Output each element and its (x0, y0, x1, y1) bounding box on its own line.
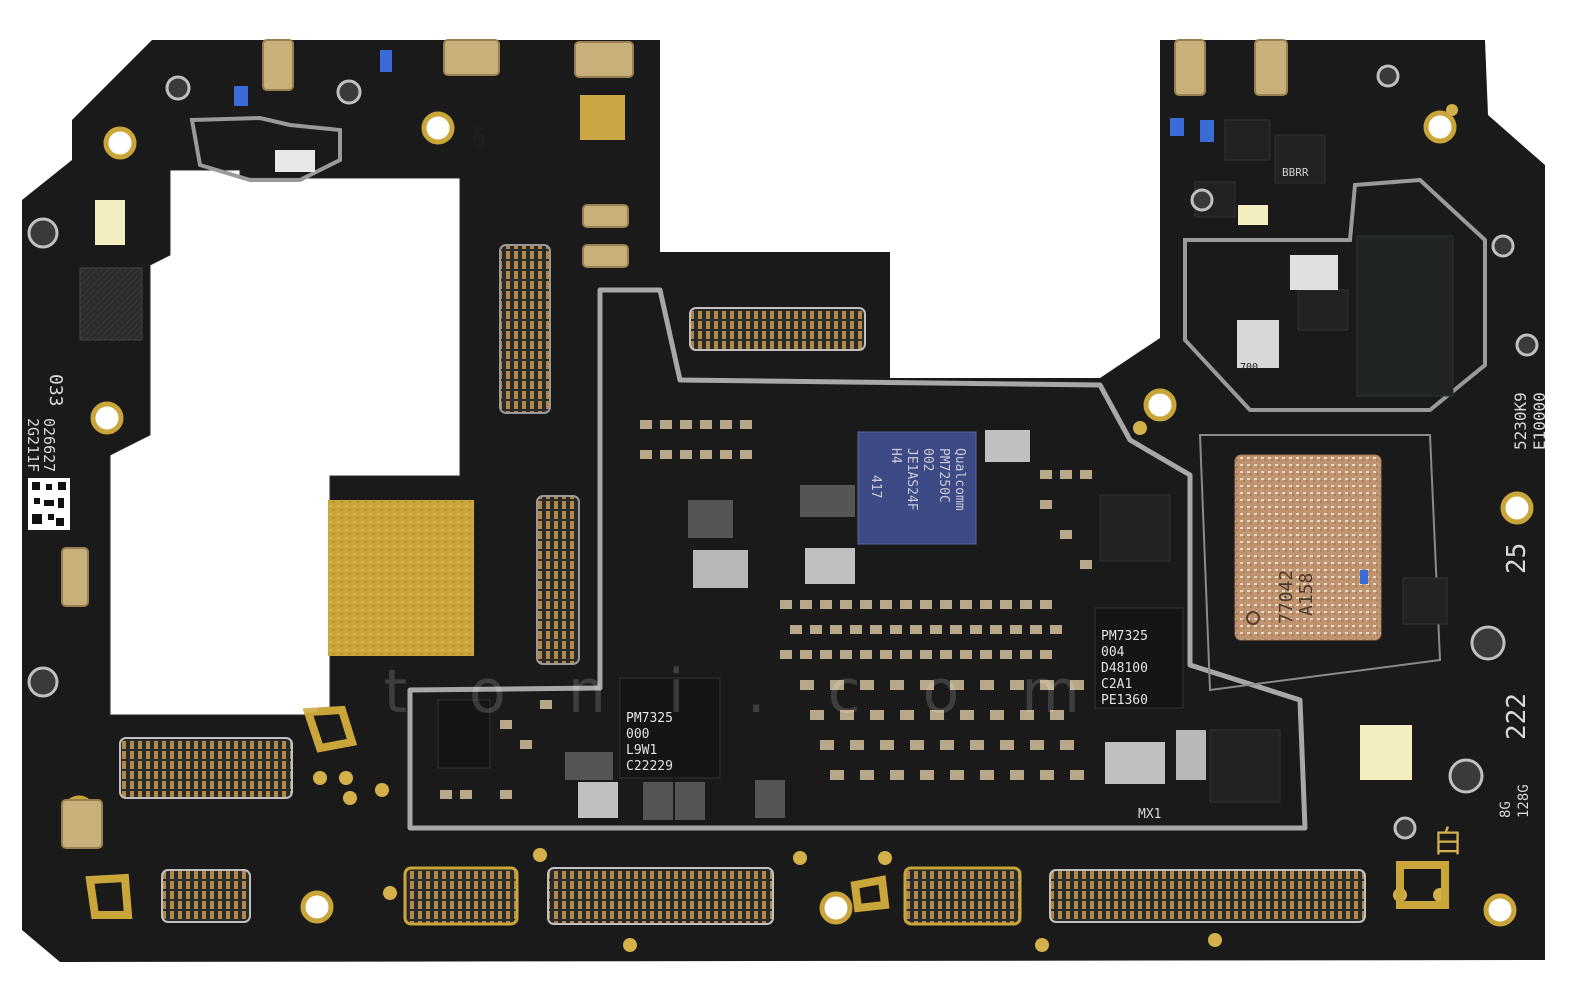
qualcomm-line2: PM7250C (936, 448, 951, 503)
pm-left-line4: C22229 (626, 759, 673, 774)
silk-right-num-b: 222 (1502, 693, 1532, 740)
connector-left-bottom (119, 737, 293, 799)
pm-right-line5: PE1360 (1101, 693, 1148, 708)
connector-bottom-2 (403, 866, 519, 926)
silk-right-b: E10000 (1530, 392, 1549, 450)
small-chip-b: BBRR (1282, 166, 1309, 179)
silk-right-mem-b: 128G (1516, 784, 1532, 818)
rf-shield (407, 287, 1308, 831)
pm-left-line3: L9W1 (626, 743, 657, 758)
silk-left-c: 026627 (40, 418, 58, 472)
soc-line1: A158 (1296, 573, 1317, 616)
qualcomm-line3: 002 (920, 448, 935, 471)
connector-top-center (689, 307, 866, 351)
connector-bottom-1 (161, 869, 251, 923)
silk-right-char: 白 (1433, 825, 1463, 860)
watermark: ictoni.com (210, 657, 1142, 727)
small-chip-c: 700 (1240, 362, 1258, 373)
silk-left-b: 2G211F (24, 418, 42, 472)
qualcomm-side: 417 (868, 475, 883, 498)
pm-left-line2: 000 (626, 727, 649, 742)
qualcomm-line1: Qualcomm (952, 448, 967, 511)
memory-chip (1356, 235, 1454, 397)
silk-mx1: MX1 (1138, 807, 1161, 822)
connector-left-vertical (499, 244, 551, 414)
qualcomm-chip (857, 431, 977, 545)
pm-right-line2: 004 (1101, 645, 1125, 660)
qualcomm-line5: H4 (888, 448, 903, 464)
connector-mid-vertical (536, 495, 580, 665)
small-chip-a: 6B9 (473, 126, 487, 148)
pm-right-line3: D48100 (1101, 661, 1148, 676)
connector-bottom-5 (1049, 869, 1366, 923)
pm-left-line1: PM7325 (626, 711, 673, 726)
gold-pad (328, 500, 474, 656)
connector-bottom-3 (547, 867, 774, 925)
silk-right-num-a: 25 (1502, 543, 1532, 574)
qualcomm-line4: JE1AS24F (904, 448, 919, 511)
silk-right-mem-a: 8G (1498, 801, 1514, 818)
soc-line2: 77042 (1276, 570, 1297, 624)
connector-bottom-4 (903, 866, 1022, 926)
silk-left-a: 033 (45, 374, 66, 407)
pm-right-line1: PM7325 (1101, 629, 1148, 644)
pm-right-chip (1094, 607, 1184, 709)
soc-chip (1234, 454, 1382, 641)
camera-cutout (110, 170, 460, 715)
pm-left-chip (619, 677, 721, 779)
silk-right-a: 5230K9 (1511, 392, 1530, 450)
pm-right-line4: C2A1 (1101, 677, 1132, 692)
